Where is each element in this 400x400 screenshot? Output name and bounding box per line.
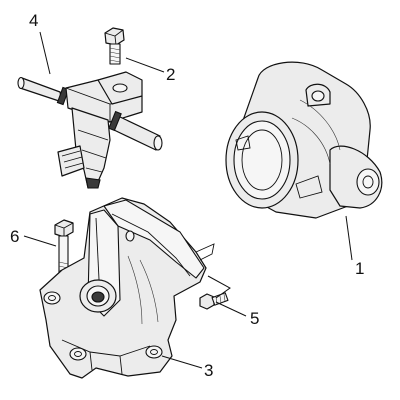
leader-6 <box>23 235 57 247</box>
callout-6: 6 <box>10 227 19 246</box>
callout-5: 5 <box>250 309 259 328</box>
leader-5b <box>207 275 231 299</box>
callout-3: 3 <box>204 361 213 380</box>
leader-1 <box>345 215 353 261</box>
callout-2: 2 <box>166 65 175 84</box>
callout-1: 1 <box>355 259 364 278</box>
callout-4: 4 <box>29 11 38 30</box>
bolt-top <box>104 27 125 65</box>
leader-3 <box>161 355 203 369</box>
fuel-injector-assembly <box>17 71 163 189</box>
leader-2 <box>125 57 165 73</box>
leader-4 <box>39 31 51 75</box>
bolt-small <box>199 292 229 310</box>
throttle-actuator <box>225 61 383 219</box>
intake-manifold-housing <box>39 197 215 379</box>
callout-labels: 1 2 3 4 5 6 <box>10 11 364 380</box>
leader-5 <box>215 301 247 317</box>
leader-lines <box>23 31 353 369</box>
